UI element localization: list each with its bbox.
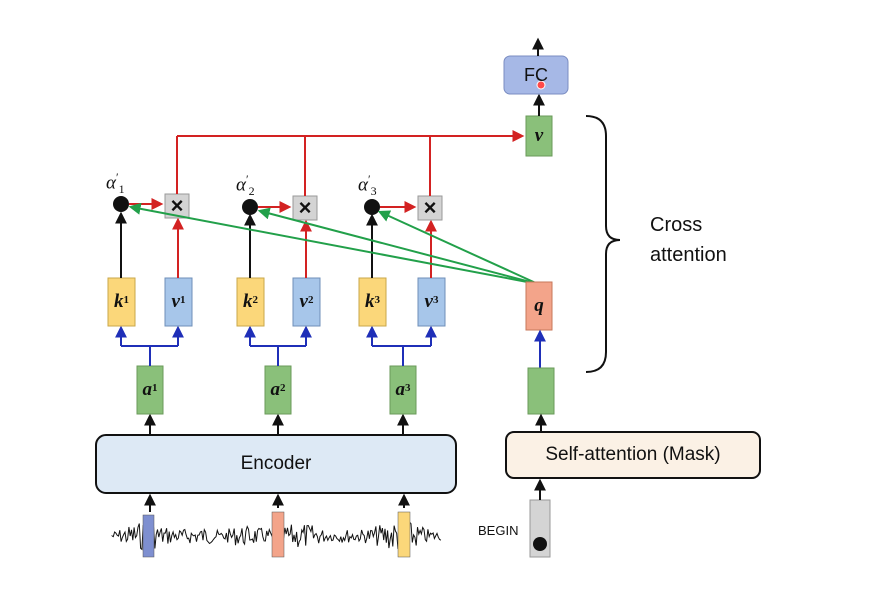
alpha-label-2: α′2 [236, 172, 255, 199]
alpha-label-3: α′3 [358, 172, 377, 199]
blue-branch-3 [366, 325, 437, 366]
fc-box [503, 55, 569, 95]
input-box-a2 [264, 365, 292, 415]
input-box-a1 [136, 365, 164, 415]
alpha-node-1 [113, 196, 129, 212]
alpha-node-2 [242, 199, 258, 215]
multiply-box-2 [292, 195, 318, 221]
cross-attention-label-line2: attention [650, 244, 727, 266]
key-box-k2 [236, 277, 265, 327]
query-lines [128, 202, 539, 285]
output-value-box [525, 115, 553, 157]
cross-attention-brace [585, 115, 621, 373]
begin-label: BEGIN [478, 523, 519, 538]
red-sum-path [176, 130, 525, 196]
self-attention-block [505, 431, 761, 479]
blue-branch-2 [244, 325, 312, 366]
value-box-v3 [417, 277, 446, 327]
cross-attention-label-line1: Cross [650, 214, 703, 236]
key-box-k3 [358, 277, 387, 327]
blue-branch-1 [115, 325, 184, 366]
input-box-a3 [389, 365, 417, 415]
multiply-box-3 [417, 195, 443, 221]
value-box-v1 [164, 277, 193, 327]
key-box-k1 [107, 277, 136, 327]
cursor-indicator [536, 80, 546, 90]
waveform-marker-1 [142, 514, 155, 558]
value-box-v2 [292, 277, 321, 327]
alpha-label-1: α′1 [106, 170, 125, 197]
decoder-hidden-box [527, 367, 555, 415]
waveform-marker-2 [271, 511, 285, 558]
encoder-block [95, 434, 457, 494]
begin-token-dot [533, 537, 547, 551]
query-box [525, 281, 553, 331]
waveform-marker-3 [397, 511, 411, 558]
alpha-node-3 [364, 199, 380, 215]
